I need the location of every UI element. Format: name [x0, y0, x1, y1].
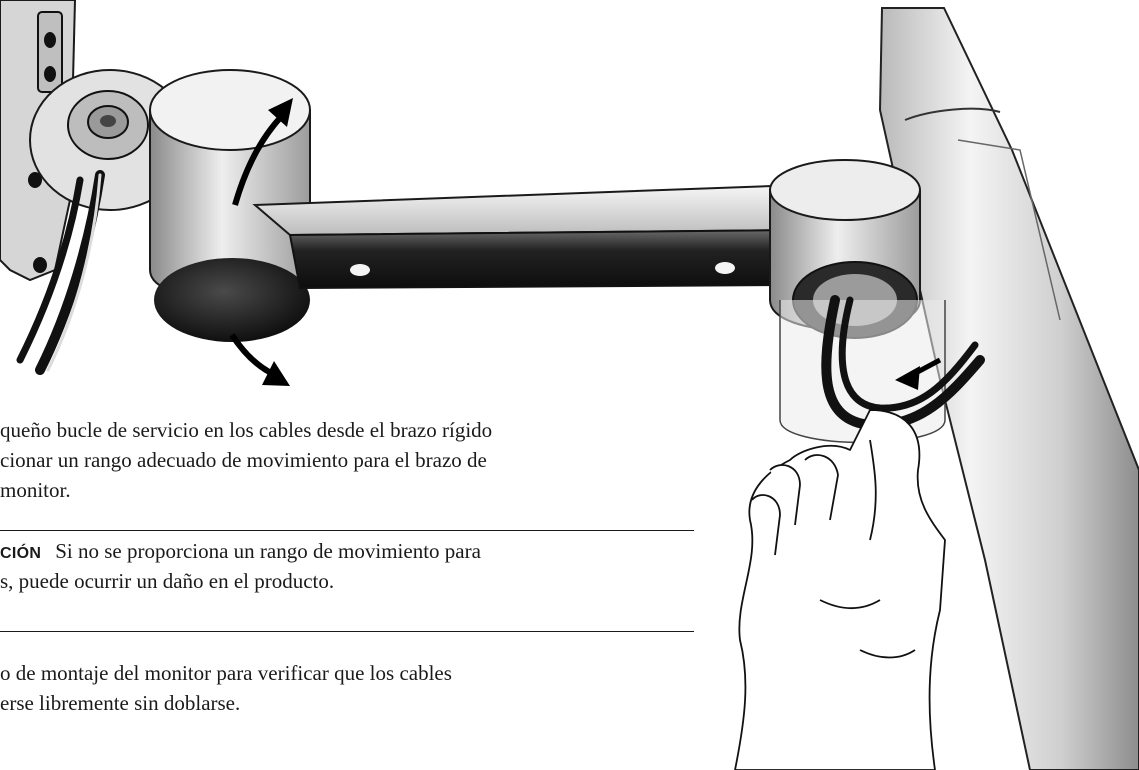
- caution-bottom-rule: [0, 631, 694, 632]
- verify-line-1: o de montaje del monitor para verificar …: [0, 661, 452, 685]
- verify-line-2: erse libremente sin doblarse.: [0, 691, 241, 715]
- caution-label: CIÓN: [0, 545, 42, 562]
- rotation-arrows: [229, 98, 942, 390]
- service-loop-line-2: cionar un rango adecuado de movimiento p…: [0, 448, 487, 472]
- rigid-arm: [252, 183, 832, 290]
- caution-line-2: s, puede ocurrir un daño en el producto.: [0, 569, 335, 593]
- caution-top-rule: [0, 530, 694, 531]
- cable-bundle-left: [16, 170, 105, 375]
- caution-text-1: Si no se proporciona un rango de movimie…: [55, 539, 481, 563]
- service-loop-line-3: monitor.: [0, 478, 71, 502]
- service-loop-line-1: queño bucle de servicio en los cables de…: [0, 418, 493, 442]
- caution-line-1: CIÓN Si no se proporciona un rango de mov…: [0, 536, 481, 569]
- arm-cylinder: [149, 69, 311, 342]
- hand: [734, 409, 946, 770]
